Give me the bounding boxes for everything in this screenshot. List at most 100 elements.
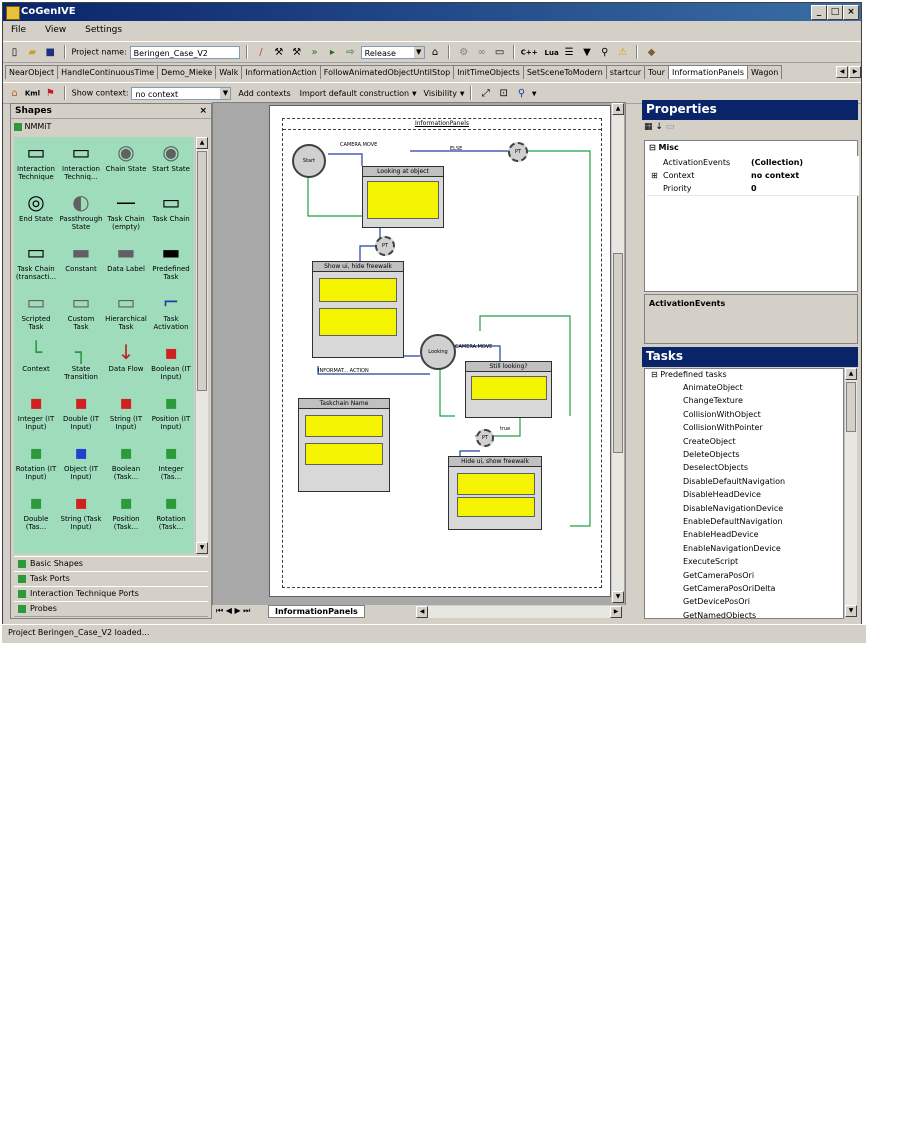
filter-icon[interactable]: ▼ [583,46,591,58]
start-state[interactable]: Start [292,144,326,178]
task-item[interactable]: CollisionWithPointer [683,423,763,433]
shape-item[interactable]: ▪Integer (IT Input) [14,389,58,437]
task-item[interactable]: DisableNavigationDevice [683,503,784,513]
tab-followanimatedobjectuntilstop[interactable]: FollowAnimatedObjectUntilStop [319,65,455,79]
scroll-up-icon[interactable]: ▲ [196,137,208,149]
tab-inittimeobjects[interactable]: InitTimeObjects [453,65,524,79]
shape-item[interactable]: ▭Custom Task [59,289,103,337]
warning-icon[interactable]: ⚠ [618,46,628,58]
categorized-icon[interactable]: ▦ [644,122,653,132]
predefined-task-box[interactable] [457,497,535,517]
tab-tour[interactable]: Tour [644,65,669,79]
tab-nearobject[interactable]: NearObject [5,65,59,79]
tasks-scrollbar[interactable]: ▲ ▼ [844,368,857,617]
expand-icon[interactable]: ⊞ [651,171,658,180]
tab-informationpanels[interactable]: InformationPanels [667,65,749,79]
pencil-icon[interactable]: / [259,46,263,58]
shape-item[interactable]: ◉Start State [149,139,193,187]
shape-item[interactable]: ▪Rotation (IT Input) [14,439,58,487]
shape-item[interactable]: ▪Position (IT Input) [149,389,193,437]
shape-item[interactable]: ▪Rotation (Task... [149,489,193,537]
scroll-thumb[interactable] [846,382,856,432]
chevron-down-icon[interactable]: ▼ [531,90,537,98]
shapes-scrollbar[interactable]: ▲ ▼ [195,137,208,554]
predefined-task-box[interactable] [457,473,535,495]
context-select[interactable]: no context▼ [131,86,232,100]
property-value[interactable]: (Collection) [751,158,804,167]
shape-item[interactable]: ▪String (Task Input) [59,489,103,537]
chevron-down-icon[interactable]: ▼ [459,90,465,98]
shape-item[interactable]: ⌐Task Activation [149,289,193,337]
canvas-vertical-scrollbar[interactable]: ▲ ▼ [611,103,624,603]
shape-item[interactable]: ↓Data Flow [104,339,148,387]
predefined-task-box[interactable] [471,376,547,400]
shape-item[interactable]: ▪Position (Task... [104,489,148,537]
task-item[interactable]: GetNamedObjects [683,610,757,619]
property-value[interactable]: 0 [751,184,757,193]
maximize-button[interactable]: □ [827,5,843,20]
task-item[interactable]: EnableHeadDevice [683,530,759,540]
open-folder-icon[interactable]: ▰ [28,46,37,58]
tab-startcur[interactable]: startcur [605,65,646,79]
import-default-button[interactable]: Import default construction [299,88,410,98]
link-icon[interactable]: ∞ [477,46,486,58]
close-icon[interactable]: × [199,106,207,116]
tab-informationaction[interactable]: InformationAction [241,65,321,79]
task-item[interactable]: AnimateObject [683,383,743,392]
fast-forward-icon[interactable]: » [311,46,318,58]
property-row-activationevents[interactable]: ActivationEvents(Collection) [647,156,859,170]
zoom-select-icon[interactable]: ⊡ [499,87,508,99]
shape-item[interactable]: ◉Chain State [104,139,148,187]
shape-item[interactable]: ▪Double (IT Input) [59,389,103,437]
section-task-ports[interactable]: Task Ports [14,571,208,587]
flag-icon[interactable]: ⚑ [45,87,55,99]
passthrough-state[interactable]: PT [508,142,528,162]
menu-settings[interactable]: Settings [85,25,123,35]
canvas-horizontal-scrollbar[interactable]: ◀ ▶ [416,606,622,618]
tab-handlecontinuoustime[interactable]: HandleContinuousTime [57,65,159,79]
shape-item[interactable]: ▬Constant [59,239,103,287]
section-probes[interactable]: Probes [14,601,208,617]
tab-scroll-left-icon[interactable]: ◀ [836,66,848,78]
window-icon[interactable]: ▭ [494,46,505,58]
tab-wagon[interactable]: Wagon [747,65,783,79]
task-item[interactable]: DeselectObjects [683,463,749,473]
property-pages-icon[interactable]: ▭ [665,122,675,132]
property-value[interactable]: no context [751,171,800,180]
shape-item[interactable]: ▪Double (Tas... [14,489,58,537]
play-icon[interactable]: ▸ [329,46,335,58]
shape-item[interactable]: └Context [14,339,58,387]
scroll-up-icon[interactable]: ▲ [845,368,857,380]
predefined-task-box[interactable] [305,415,383,437]
build-icon[interactable]: ⚒ [274,46,284,58]
shape-item[interactable]: ▬Data Label [104,239,148,287]
scroll-down-icon[interactable]: ▼ [196,542,208,554]
shape-item[interactable]: —Task Chain (empty) [104,189,148,237]
tab-demo-mieke[interactable]: Demo_Mieke [157,65,217,79]
close-button[interactable]: × [843,5,859,20]
sheet-navigation-icon[interactable]: ⏮ ◀ ▶ ⏭ [216,606,251,615]
shape-item[interactable]: ◐Passthrough State [59,189,103,237]
shape-item[interactable]: ▪String (IT Input) [104,389,148,437]
list-icon[interactable]: ☰ [564,46,574,58]
scroll-up-icon[interactable]: ▲ [612,103,624,115]
shape-item[interactable]: ▪Boolean (IT Input) [149,339,193,387]
task-item[interactable]: GetCameraPosOriDelta [683,584,776,593]
task-item[interactable]: EnableDefaultNavigation [683,517,783,526]
task-item[interactable]: DisableHeadDevice [683,490,761,500]
task-item[interactable]: EnableNavigationDevice [683,543,781,553]
scroll-thumb[interactable] [197,151,207,391]
predefined-task-box[interactable] [305,443,383,465]
task-item[interactable]: DisableDefaultNavigation [683,476,786,486]
shape-item[interactable]: ▪Object (IT Input) [59,439,103,487]
shape-item[interactable]: ▭Interaction Technique [14,139,58,187]
property-group-misc[interactable]: ⊟ Misc [649,143,679,152]
scroll-right-icon[interactable]: ▶ [610,606,622,618]
shape-item[interactable]: ▪Integer (Tas... [149,439,193,487]
task-chain-hide-ui[interactable]: Hide ui, show freewalk [448,456,542,530]
task-item[interactable]: CreateObject [683,436,736,446]
task-chain-looking-at-object[interactable]: Looking at object [362,166,444,228]
task-item[interactable]: ExecuteScript [683,557,739,567]
shape-item[interactable]: ▭Task Chain [149,189,193,237]
looking-chain-state[interactable]: Looking [420,334,456,370]
